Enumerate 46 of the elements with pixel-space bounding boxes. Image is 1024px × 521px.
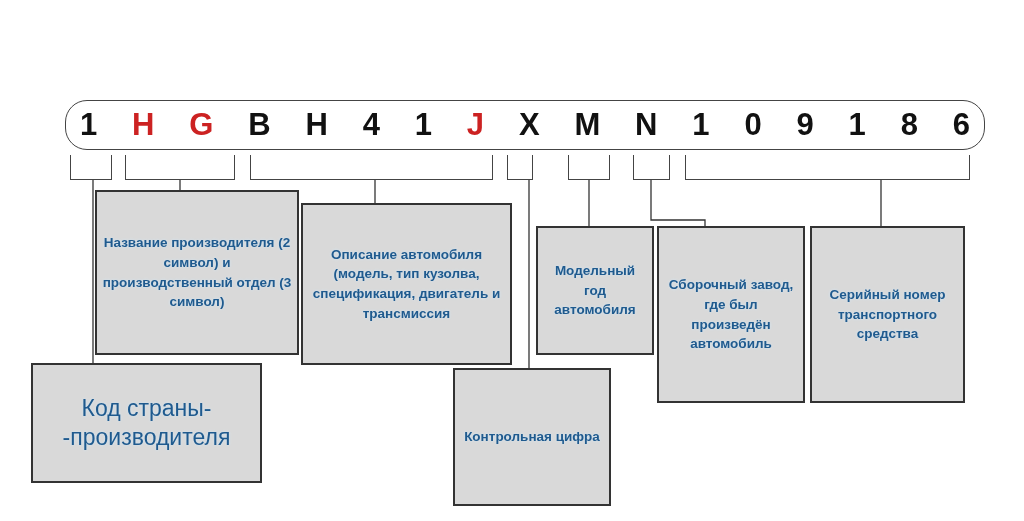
vin-character: 8 — [900, 107, 918, 143]
group-bracket — [685, 155, 970, 180]
box-text: Код страны- -производителя — [61, 394, 232, 452]
vin-character: 1 — [414, 107, 432, 143]
vin-character: G — [189, 107, 214, 143]
vin-character: 0 — [744, 107, 762, 143]
box-text: Контрольная цифра — [464, 428, 600, 447]
vin-character: H — [132, 107, 155, 143]
group-bracket — [568, 155, 610, 180]
vin-character: M — [574, 107, 601, 143]
vin-character: N — [635, 107, 658, 143]
vin-character: 1 — [848, 107, 866, 143]
box-text: Сборочный завод, где был произведён автомобиль — [667, 276, 795, 354]
description-box — [657, 226, 805, 403]
box-text: Описание автомобиля (модель, тип кузолва, спецификация, двигатель и трансмиссия — [311, 245, 502, 323]
vin-character: 9 — [796, 107, 814, 143]
vin-character: J — [466, 107, 485, 143]
description-box — [95, 190, 299, 355]
box-text: Модельный год автомобиля — [553, 262, 637, 320]
vin-character: 6 — [952, 107, 970, 143]
vin-character: H — [305, 107, 328, 143]
vin-character: 4 — [362, 107, 380, 143]
group-bracket — [507, 155, 533, 180]
vin-character: B — [248, 107, 271, 143]
vin-character: X — [518, 107, 540, 143]
description-box — [31, 363, 262, 483]
vin-code-bar — [65, 100, 985, 150]
connector-line — [588, 179, 590, 227]
description-box — [301, 203, 512, 365]
box-text: Серийный номер транспортного средства — [828, 286, 947, 344]
connector-line — [374, 179, 376, 204]
description-box — [453, 368, 611, 506]
group-bracket — [633, 155, 670, 180]
description-box — [810, 226, 965, 403]
group-bracket — [70, 155, 112, 180]
description-box — [536, 226, 654, 355]
connector-line — [179, 179, 181, 191]
box-text: Название производителя (2 символ) и производственный отдел (3 символ) — [101, 234, 293, 312]
vin-character: 1 — [80, 107, 98, 143]
group-bracket — [125, 155, 235, 180]
connector-line — [92, 179, 94, 364]
vin-character: 1 — [692, 107, 710, 143]
group-bracket — [250, 155, 493, 180]
connector-line — [528, 179, 530, 369]
connector-line — [650, 179, 706, 227]
connector-line — [880, 179, 882, 227]
